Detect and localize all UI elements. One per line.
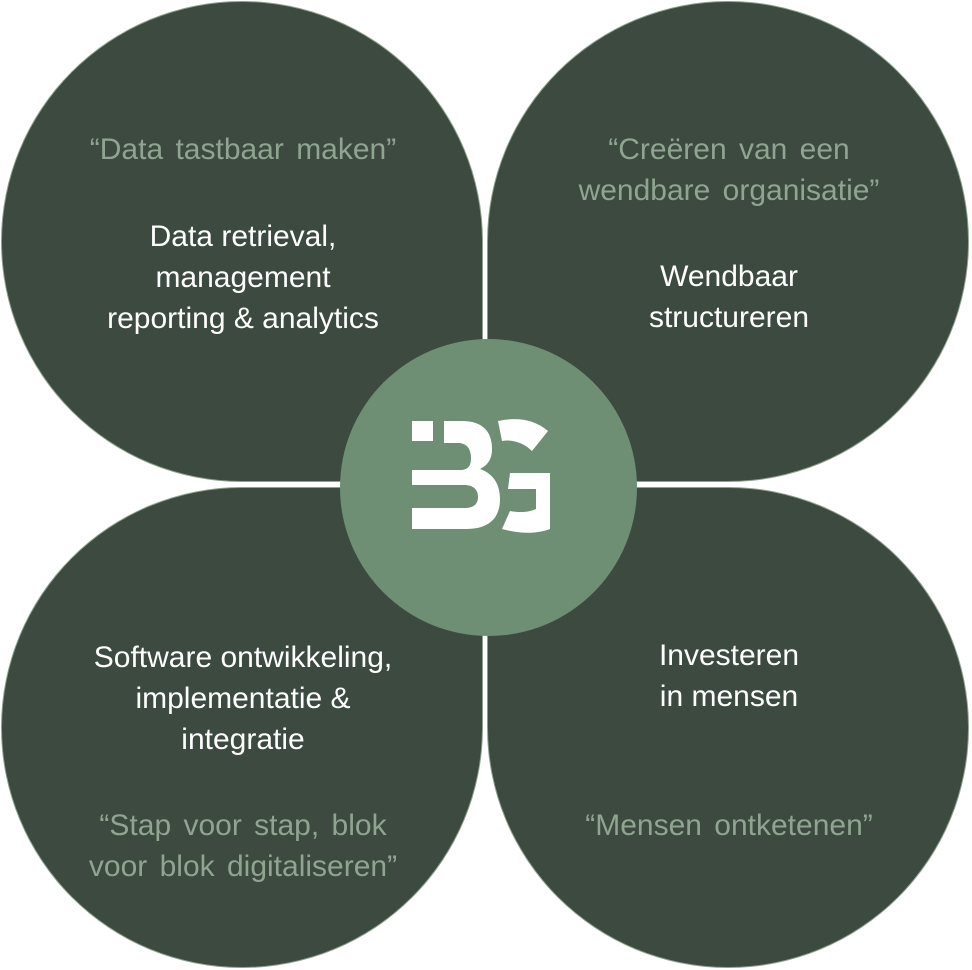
center-logo-circle	[340, 339, 637, 636]
quote: “Mensen ontketenen”	[585, 809, 873, 842]
bg-logo-icon	[412, 419, 550, 533]
quadrant-data: “Data tastbaar maken” Data retrieval,man…	[1, 1, 483, 482]
quote: “Data tastbaar maken”	[89, 133, 397, 166]
title: Software ontwikkeling,implementatie &int…	[93, 641, 393, 756]
